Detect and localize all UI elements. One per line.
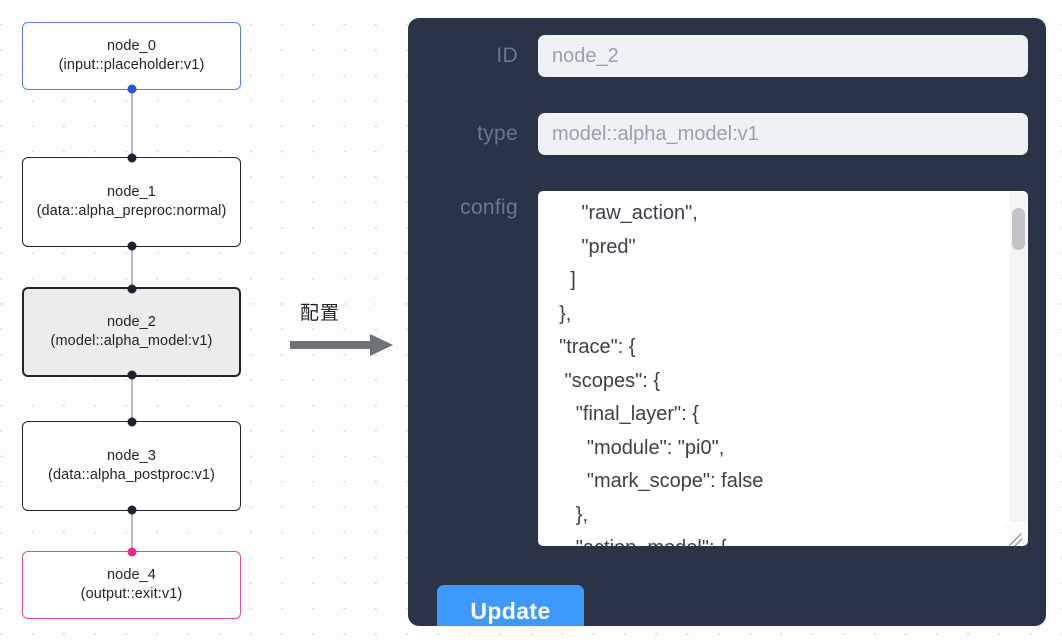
annotation-label: 配置 — [300, 303, 341, 324]
node-label: node_4 (output::exit:v1) — [81, 566, 183, 604]
node-handle-top[interactable] — [127, 153, 136, 163]
node-handle-top[interactable] — [127, 547, 136, 557]
node-id-text: node_4 — [106, 567, 156, 583]
edge-node1-node2 — [131, 247, 133, 287]
edge-node3-node4 — [131, 511, 133, 551]
node-id-text: node_3 — [107, 448, 156, 464]
node-id-text: node_0 — [107, 38, 156, 54]
id-field-label: ID — [496, 44, 518, 67]
node-label: node_1 (data::alpha_preproc:normal) — [37, 183, 227, 221]
node-id-text: node_2 — [106, 314, 156, 330]
edge-node2-node3 — [131, 377, 133, 420]
field-row-type: type — [434, 113, 1028, 155]
node-config-panel: ID type config "raw_action", "pred" ] },… — [408, 18, 1046, 626]
graph-node-node_0[interactable]: node_0 (input::placeholder:v1) — [22, 22, 241, 94]
type-input[interactable] — [538, 113, 1028, 155]
resize-handle-icon[interactable] — [1004, 523, 1026, 547]
field-row-id: ID — [434, 35, 1028, 77]
config-textarea[interactable]: "raw_action", "pred" ] }, "trace": { "sc… — [538, 191, 1028, 546]
node-type-text: (data::alpha_preproc:normal) — [36, 203, 227, 219]
config-scrollbar-thumb[interactable] — [1012, 208, 1025, 250]
node-handle-bottom[interactable] — [127, 505, 136, 515]
node-label: node_3 (data::alpha_postproc:v1) — [48, 447, 215, 485]
config-textarea-wrap: "raw_action", "pred" ] }, "trace": { "sc… — [538, 191, 1028, 547]
id-input[interactable] — [538, 35, 1028, 77]
node-handle-top[interactable] — [127, 284, 136, 294]
node-handle-bottom[interactable] — [127, 370, 136, 380]
annotation-group: 配置 — [290, 298, 400, 358]
config-field-label: config — [460, 196, 518, 219]
edge-node0-node1 — [131, 90, 133, 157]
graph-node-node_1[interactable]: node_1 (data::alpha_preproc:normal) — [22, 153, 241, 251]
right-arrow-icon — [290, 334, 394, 361]
update-button[interactable]: Update — [437, 585, 584, 626]
node-handle-top[interactable] — [127, 417, 136, 427]
node-label: node_2 (model::alpha_model:v1) — [51, 313, 213, 351]
node-label: node_0 (input::placeholder:v1) — [59, 37, 205, 75]
graph-node-node_4[interactable]: node_4 (output::exit:v1) — [22, 547, 241, 619]
type-field-label: type — [477, 122, 518, 145]
node-handle-bottom[interactable] — [127, 241, 136, 251]
graph-node-node_3[interactable]: node_3 (data::alpha_postproc:v1) — [22, 417, 241, 515]
node-id-text: node_1 — [106, 184, 156, 200]
node-type-text: (output::exit:v1) — [80, 586, 183, 602]
graph-node-node_2[interactable]: node_2 (model::alpha_model:v1) — [22, 284, 241, 380]
node-type-text: (data::alpha_postproc:v1) — [48, 467, 215, 483]
node-handle-bottom[interactable] — [127, 84, 136, 94]
node-type-text: (input::placeholder:v1) — [58, 57, 205, 73]
node-type-text: (model::alpha_model:v1) — [50, 333, 213, 349]
field-row-config: config "raw_action", "pred" ] }, "trace"… — [434, 191, 1028, 547]
